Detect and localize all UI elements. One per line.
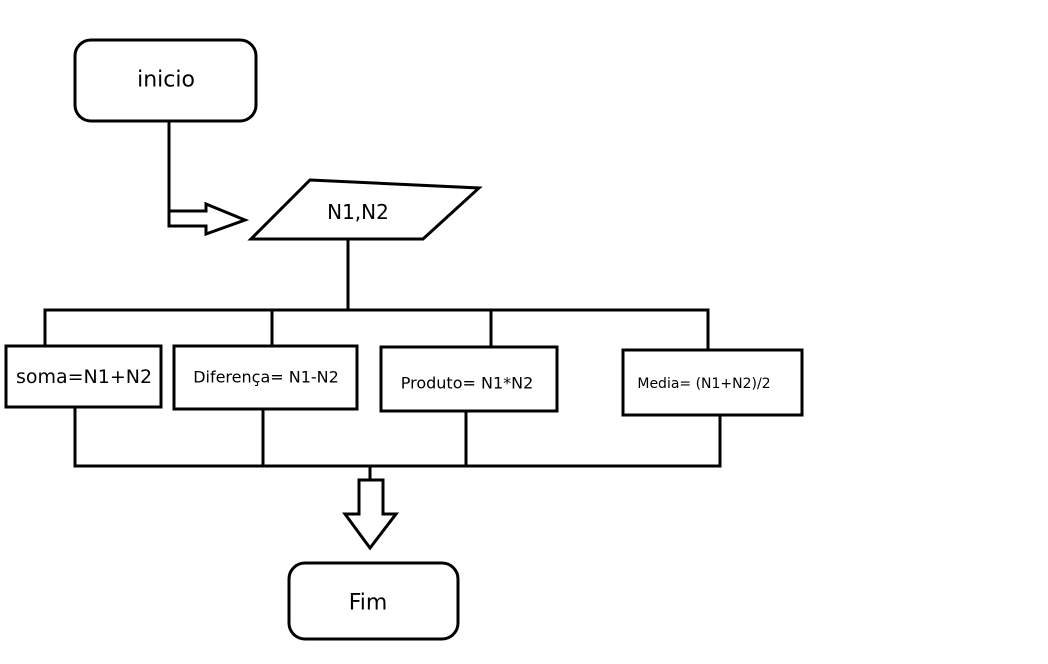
process-soma-label: soma=N1+N2 (16, 366, 152, 388)
input-node-label: N1,N2 (327, 200, 389, 224)
start-node-shape (73, 38, 258, 123)
process-soma-shape (4, 344, 163, 409)
start-node: inicio (73, 38, 258, 123)
process-produto: Produto= N1*N2 (379, 345, 559, 413)
start-to-input-arrow (167, 201, 250, 237)
process-media-label: Media= (N1+N2)/2 (637, 376, 770, 392)
end-node-label: Fim (349, 591, 388, 616)
end-node: Fim (287, 561, 460, 641)
input-node: N1,N2 (247, 178, 483, 241)
process-produto-shape (379, 345, 559, 413)
process-soma: soma=N1+N2 (4, 344, 163, 409)
process-produto-label: Produto= N1*N2 (401, 374, 534, 393)
process-diferenca: Diferença= N1-N2 (172, 344, 359, 411)
start-node-label: inicio (137, 68, 195, 93)
merge-to-end-arrow (342, 478, 400, 551)
process-media: Media= (N1+N2)/2 (621, 348, 804, 417)
process-diferenca-label: Diferença= N1-N2 (193, 368, 339, 387)
input-node-shape (247, 178, 483, 241)
process-media-shape (621, 348, 804, 417)
end-node-shape (287, 561, 460, 641)
process-diferenca-shape (172, 344, 359, 411)
